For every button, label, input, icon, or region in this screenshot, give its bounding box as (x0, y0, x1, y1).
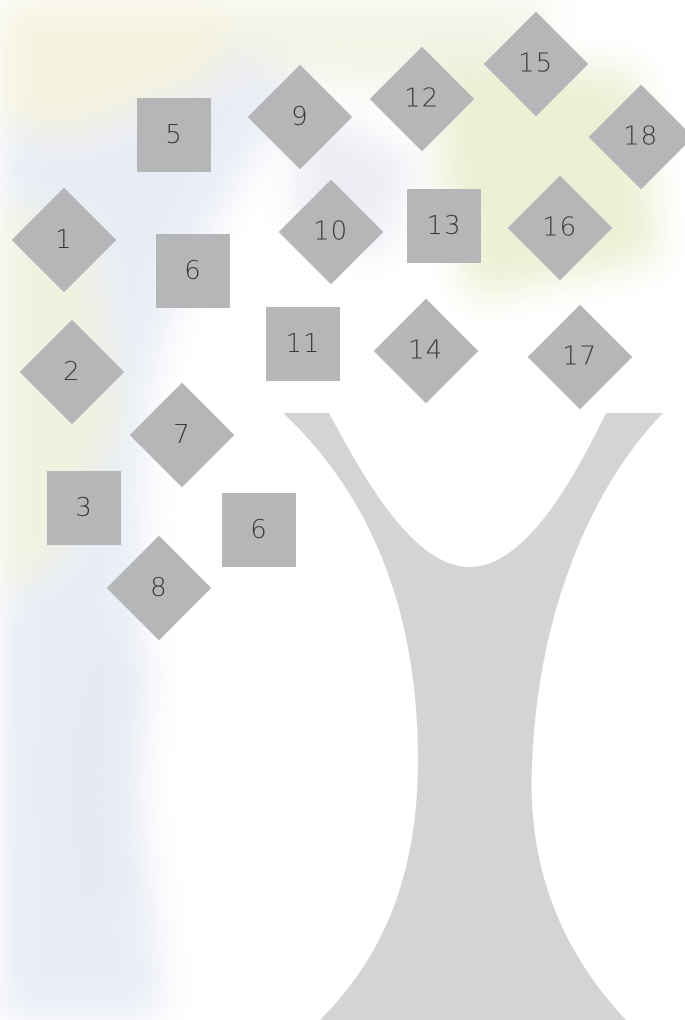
tile-13[interactable]: 13 (407, 189, 481, 263)
tile-label: 5 (165, 120, 183, 150)
tile-label: 16 (542, 213, 577, 243)
tile-label: 9 (291, 102, 309, 132)
tile-6-lower[interactable]: 6 (222, 493, 296, 567)
tile-label: 15 (518, 49, 553, 79)
tile-label: 13 (426, 211, 461, 241)
tile-label: 14 (408, 336, 443, 366)
tile-label: 18 (623, 122, 658, 152)
tile-5[interactable]: 5 (137, 98, 211, 172)
tile-label: 10 (313, 217, 348, 247)
tile-6-upper[interactable]: 6 (156, 234, 230, 308)
tile-label: 17 (562, 342, 597, 372)
tile-11[interactable]: 11 (266, 307, 340, 381)
tile-label: 12 (404, 84, 439, 114)
tile-3[interactable]: 3 (47, 471, 121, 545)
tile-label: 8 (150, 573, 168, 603)
tile-label: 2 (63, 357, 81, 387)
tile-label: 6 (184, 256, 202, 286)
tile-label: 3 (75, 493, 93, 523)
tile-label: 6 (250, 515, 268, 545)
tile-label: 1 (55, 225, 73, 255)
tile-label: 7 (173, 420, 191, 450)
tile-label: 11 (285, 329, 320, 359)
